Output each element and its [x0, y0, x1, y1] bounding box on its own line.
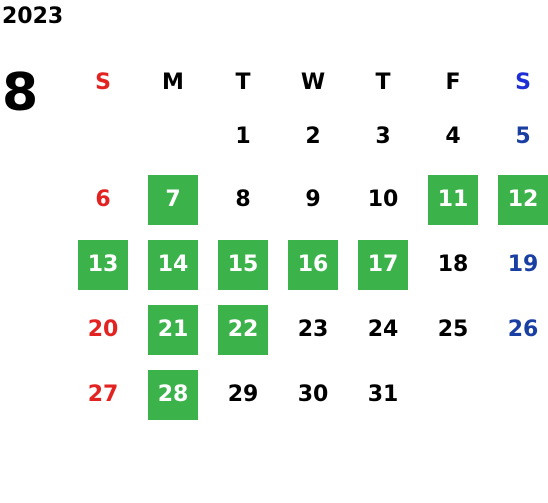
day-number: 3	[375, 123, 391, 149]
day-cell[interactable]: 25	[418, 297, 488, 362]
day-number: 22	[218, 304, 268, 355]
day-number: 20	[87, 317, 119, 342]
day-number: 9	[305, 187, 321, 212]
day-cell[interactable]: 22	[208, 297, 278, 362]
day-number: 15	[218, 239, 268, 290]
day-cell	[488, 362, 548, 427]
day-number: 18	[437, 252, 469, 277]
day-cell[interactable]: 16	[278, 232, 348, 297]
day-cell	[138, 105, 208, 167]
day-cell[interactable]: 8	[208, 167, 278, 232]
day-cell[interactable]: 12	[488, 167, 548, 232]
day-cell[interactable]: 23	[278, 297, 348, 362]
day-number: 11	[428, 174, 478, 225]
weekday-header-wed: W	[300, 70, 326, 95]
weekday-header-thu: T	[375, 70, 391, 95]
day-number: 1	[235, 123, 251, 149]
day-number: 10	[367, 187, 399, 212]
day-number: 23	[297, 317, 329, 342]
day-number: 31	[367, 382, 399, 407]
day-number: 30	[297, 382, 329, 407]
day-cell[interactable]: 5	[488, 105, 548, 167]
day-cell[interactable]: 10	[348, 167, 418, 232]
day-cell[interactable]: 14	[138, 232, 208, 297]
day-cell[interactable]: 18	[418, 232, 488, 297]
day-number: 12	[498, 174, 548, 225]
day-cell[interactable]: 11	[418, 167, 488, 232]
day-cell[interactable]: 13	[68, 232, 138, 297]
day-cell[interactable]: 26	[488, 297, 548, 362]
year-label: 2023	[2, 4, 64, 29]
day-cell	[418, 362, 488, 427]
day-number: 6	[95, 187, 111, 212]
day-cell[interactable]: 24	[348, 297, 418, 362]
weekday-header-tue: T	[235, 70, 251, 95]
day-cell[interactable]: 6	[68, 167, 138, 232]
day-number: 19	[507, 252, 539, 277]
day-cell[interactable]: 30	[278, 362, 348, 427]
day-cell[interactable]: 21	[138, 297, 208, 362]
day-number: 2	[305, 123, 321, 149]
day-cell[interactable]: 3	[348, 105, 418, 167]
day-cell[interactable]: 2	[278, 105, 348, 167]
day-number: 16	[288, 239, 338, 290]
day-cell[interactable]: 27	[68, 362, 138, 427]
month-number: 8	[2, 63, 39, 123]
day-number: 21	[148, 304, 198, 355]
day-number: 13	[78, 239, 128, 290]
day-cell[interactable]: 9	[278, 167, 348, 232]
day-number: 25	[437, 317, 469, 342]
day-number: 14	[148, 239, 198, 290]
day-number: 27	[87, 382, 119, 407]
weekday-header-sat: S	[515, 70, 531, 95]
weekday-header-sun: S	[95, 70, 111, 95]
day-number: 4	[445, 123, 461, 149]
day-cell[interactable]: 29	[208, 362, 278, 427]
day-cell[interactable]: 20	[68, 297, 138, 362]
day-cell[interactable]: 17	[348, 232, 418, 297]
day-cell[interactable]: 31	[348, 362, 418, 427]
day-cell[interactable]: 4	[418, 105, 488, 167]
day-cell[interactable]: 1	[208, 105, 278, 167]
day-number: 17	[358, 239, 408, 290]
day-number: 29	[227, 382, 259, 407]
day-number: 8	[235, 187, 251, 212]
day-number: 28	[148, 369, 198, 420]
day-cell	[68, 105, 138, 167]
weekday-header-mon: M	[162, 70, 184, 95]
day-cell[interactable]: 28	[138, 362, 208, 427]
day-number: 26	[507, 317, 539, 342]
day-number: 24	[367, 317, 399, 342]
day-number: 5	[515, 123, 531, 149]
day-number: 7	[148, 174, 198, 225]
weekday-header-fri: F	[445, 70, 461, 95]
day-cell[interactable]: 19	[488, 232, 548, 297]
day-cell[interactable]: 7	[138, 167, 208, 232]
day-cell[interactable]: 15	[208, 232, 278, 297]
